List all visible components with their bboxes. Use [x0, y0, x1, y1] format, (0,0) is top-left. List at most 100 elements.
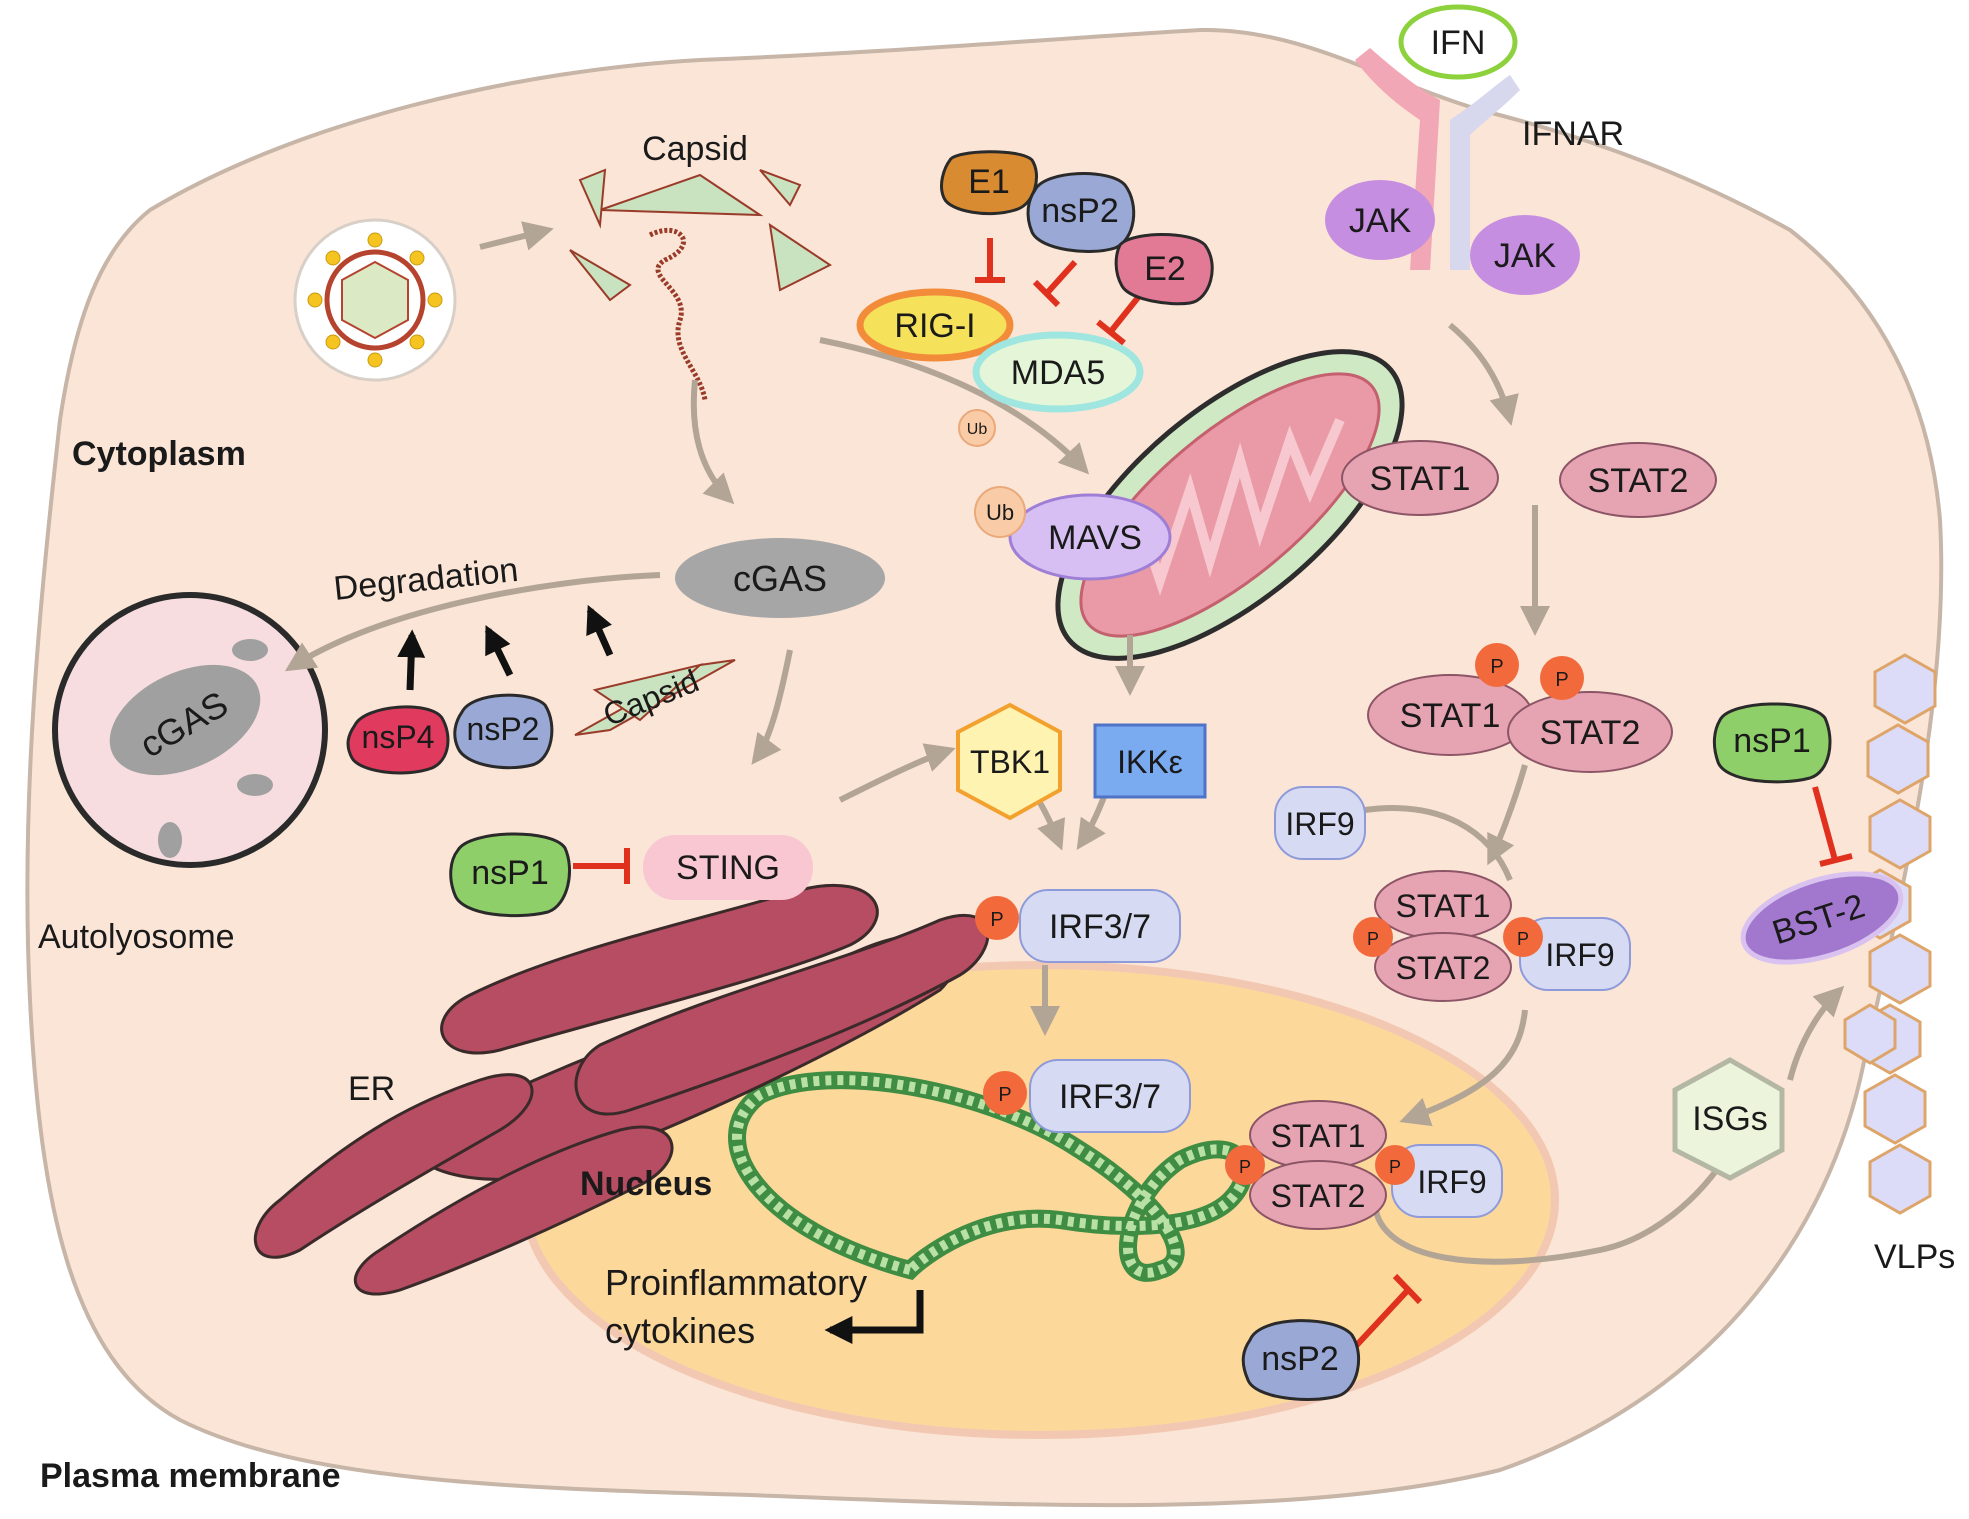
nsp4-protein[interactable] — [346, 705, 450, 775]
ub-label-2: Ub — [986, 500, 1014, 525]
cgas-label: cGAS — [733, 558, 827, 599]
irf37-upper[interactable] — [1019, 889, 1181, 963]
virus-icon — [293, 218, 457, 382]
e2-protein[interactable] — [1114, 233, 1214, 306]
ub-marker-2 — [974, 486, 1026, 538]
cytokines-label: cytokines — [605, 1310, 755, 1351]
phospho-stat2-dimer — [1540, 656, 1584, 700]
ub-marker-1 — [958, 409, 996, 447]
inhibition-lines — [573, 238, 1853, 1350]
stat2-nuclear[interactable] — [1249, 1160, 1387, 1230]
er-organelle — [253, 883, 990, 1296]
stat1-isgf3-label: STAT1 — [1396, 888, 1491, 924]
nsp2-bottom-label: nsP2 — [1261, 1340, 1339, 1378]
nsp2-bottom-protein[interactable] — [1241, 1319, 1361, 1401]
jak-right-label: JAK — [1494, 237, 1557, 275]
tbk1-label: TBK1 — [970, 744, 1050, 780]
sting-label: STING — [676, 849, 780, 887]
mda5-label: MDA5 — [1011, 354, 1105, 392]
inhibition-by-degradation-arrows — [397, 604, 614, 691]
er-label: ER — [348, 1070, 395, 1108]
phospho-stat1-dimer — [1475, 643, 1519, 687]
stat2-isgf3-label: STAT2 — [1396, 950, 1491, 986]
irf9-nuclear-label: IRF9 — [1417, 1164, 1486, 1200]
irf37-upper-label: IRF3/7 — [1049, 908, 1151, 946]
jak-left-label: JAK — [1349, 202, 1412, 240]
rigi-protein[interactable] — [856, 288, 1014, 362]
irf37-lower-label: IRF3/7 — [1059, 1078, 1161, 1116]
e1-protein[interactable] — [940, 150, 1038, 216]
vlp-particles — [1843, 653, 1937, 1215]
jak-left[interactable] — [1325, 180, 1435, 260]
p-label-stat2-dimer: P — [1555, 669, 1568, 691]
plasma-membrane-label: Plasma membrane — [40, 1457, 341, 1495]
ub-label-1: Ub — [967, 421, 988, 438]
irf9-join-line — [1364, 805, 1513, 882]
capsid-fragments-icon — [569, 168, 832, 302]
autolysosome-label: Autolyosome — [38, 918, 235, 956]
tbk1-protein[interactable] — [956, 702, 1062, 821]
stat2-dimer-label: STAT2 — [1540, 714, 1641, 752]
nsp2-mid-protein[interactable] — [453, 693, 554, 770]
e2-label: E2 — [1144, 250, 1186, 288]
phospho-nuclear-right — [1375, 1145, 1415, 1185]
p-label-nuclear-left: P — [1239, 1157, 1251, 1177]
e1-label: E1 — [968, 163, 1010, 201]
irf9-free-label: IRF9 — [1285, 806, 1354, 842]
mitochondrion-icon — [1055, 349, 1405, 661]
stat2-dimer[interactable] — [1507, 691, 1673, 773]
capsid-label: Capsid — [642, 130, 748, 168]
autolysosome — [52, 592, 328, 868]
cgas-protein[interactable] — [675, 538, 885, 618]
cytoplasm-label: Cytoplasm — [72, 435, 246, 473]
nsp1-right-label: nsP1 — [1733, 722, 1811, 760]
nucleus-label: Nucleus — [580, 1165, 712, 1203]
viral-rna-icon — [648, 227, 708, 401]
mda5-protein[interactable] — [972, 331, 1144, 413]
nsp1-left-label: nsP1 — [471, 854, 549, 892]
isgs-label: ISGs — [1692, 1100, 1768, 1138]
jak-right[interactable] — [1470, 215, 1580, 295]
stat1-dimer-label: STAT1 — [1400, 697, 1501, 735]
stat2-nuclear-label: STAT2 — [1271, 1178, 1366, 1214]
nsp1-left-protein[interactable] — [449, 832, 572, 918]
phospho-isgf3-right — [1503, 917, 1543, 957]
stat2-free[interactable] — [1559, 442, 1717, 518]
ikke-protein[interactable] — [1093, 723, 1207, 799]
stat2-isgf3[interactable] — [1374, 932, 1512, 1002]
mavs-label: MAVS — [1048, 519, 1142, 557]
p-label-isgf3-left: P — [1367, 929, 1379, 949]
dna-icon — [728, 1071, 1253, 1282]
mavs-protein[interactable] — [1008, 493, 1172, 581]
proinflammatory-label: Proinflammatory — [605, 1262, 867, 1303]
ifn-label: IFN — [1431, 24, 1486, 62]
irf9-free[interactable] — [1274, 786, 1366, 860]
irf9-isgf3-label: IRF9 — [1545, 937, 1614, 973]
isgs-hexagon[interactable] — [1672, 1057, 1785, 1181]
bst2-protein[interactable] — [1732, 857, 1911, 980]
rigi-label: RIG-I — [894, 307, 975, 345]
phospho-irf37-lower — [983, 1071, 1027, 1115]
p-label-isgf3-right: P — [1517, 929, 1529, 949]
irf37-lower[interactable] — [1029, 1059, 1191, 1133]
stat1-free-label: STAT1 — [1370, 460, 1471, 498]
p-label-irf37-lower: P — [998, 1084, 1011, 1106]
phospho-nuclear-left — [1225, 1145, 1265, 1185]
ikke-label: IKKε — [1117, 744, 1183, 780]
stat1-free[interactable] — [1341, 440, 1499, 516]
nsp4-label: nsP4 — [362, 719, 435, 755]
nsp1-right-protein[interactable] — [1712, 702, 1832, 784]
ifnar-label: IFNAR — [1522, 115, 1624, 153]
phospho-isgf3-left — [1353, 917, 1393, 957]
nsp2-top-label: nsP2 — [1041, 192, 1119, 230]
sting-protein[interactable] — [643, 835, 813, 900]
capsid-inhibitor — [574, 659, 736, 736]
vlps-label: VLPs — [1874, 1238, 1955, 1276]
cytokine-output-arrow — [824, 1290, 924, 1344]
ifn-ligand[interactable] — [1398, 4, 1518, 80]
phospho-irf37-upper — [975, 896, 1019, 940]
stat2-free-label: STAT2 — [1588, 462, 1689, 500]
p-label-nuclear-right: P — [1389, 1157, 1401, 1177]
activation-arrows — [284, 221, 1845, 1265]
